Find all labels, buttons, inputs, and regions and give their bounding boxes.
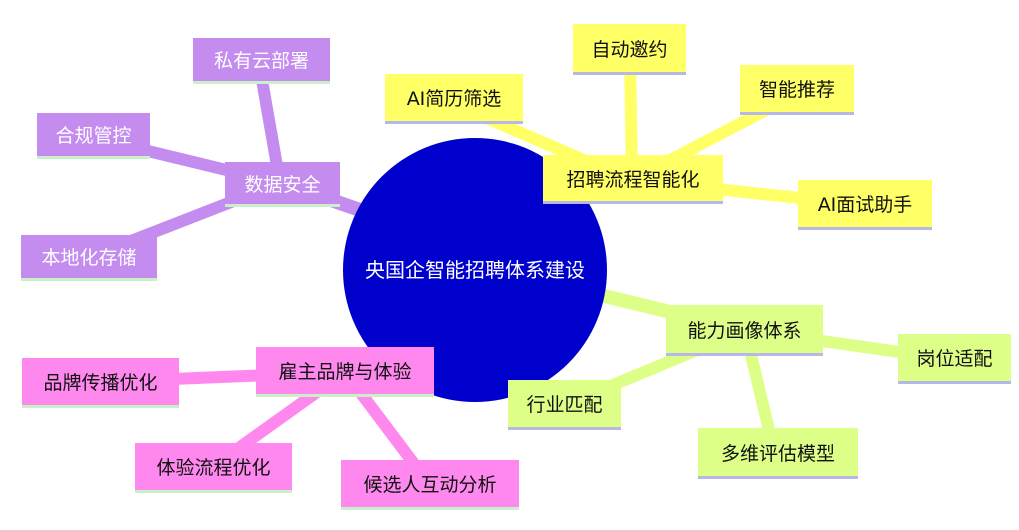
branch-security: 数据安全 <box>225 162 340 207</box>
node-candidate-interaction: 候选人互动分析 <box>341 460 519 510</box>
node-ai-interview: AI面试助手 <box>798 180 932 230</box>
node-auto-invite: 自动邀约 <box>573 24 686 75</box>
center-topic: 央国企智能招聘体系建设 <box>365 257 585 282</box>
node-multi-eval-model: 多维评估模型 <box>698 428 858 479</box>
center-circle <box>343 138 607 402</box>
node-smart-recommend: 智能推荐 <box>740 65 854 115</box>
node-industry-match: 行业匹配 <box>508 380 621 430</box>
branch-capability: 能力画像体系 <box>666 305 823 356</box>
branch-brand: 雇主品牌与体验 <box>256 347 434 397</box>
node-private-cloud: 私有云部署 <box>193 38 330 84</box>
node-experience-flow: 体验流程优化 <box>135 443 292 493</box>
node-position-fit: 岗位适配 <box>898 334 1011 384</box>
node-local-storage: 本地化存储 <box>21 235 157 281</box>
node-compliance: 合规管控 <box>37 113 150 159</box>
node-resume-screening: AI简历筛选 <box>385 74 523 124</box>
branch-process: 招聘流程智能化 <box>543 155 723 204</box>
node-brand-communication: 品牌传播优化 <box>22 358 179 408</box>
